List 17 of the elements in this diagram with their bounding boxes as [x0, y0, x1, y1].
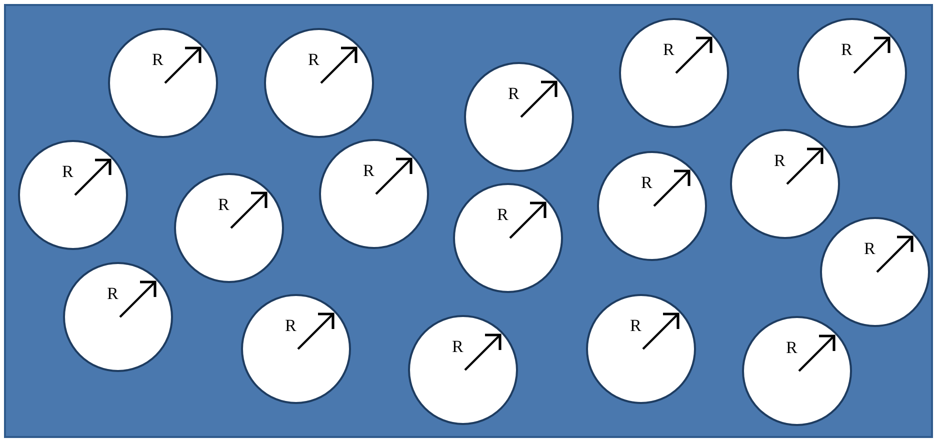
- radius-label: R: [107, 285, 118, 302]
- radius-label: R: [497, 206, 508, 223]
- radius-label: R: [786, 339, 798, 356]
- radius-label: R: [641, 174, 652, 191]
- radius-label: R: [308, 51, 320, 68]
- radius-label: R: [152, 51, 164, 68]
- radius-label: R: [508, 85, 520, 102]
- radius-label: R: [452, 338, 464, 355]
- radius-label: R: [774, 152, 786, 169]
- radius-label: R: [218, 196, 230, 213]
- radius-label: R: [363, 162, 374, 179]
- radius-label: R: [663, 41, 674, 58]
- radius-label: R: [841, 41, 852, 58]
- radius-label: R: [62, 163, 74, 180]
- radius-label: R: [285, 317, 296, 334]
- radius-label: R: [630, 317, 642, 334]
- radius-label: R: [864, 240, 876, 257]
